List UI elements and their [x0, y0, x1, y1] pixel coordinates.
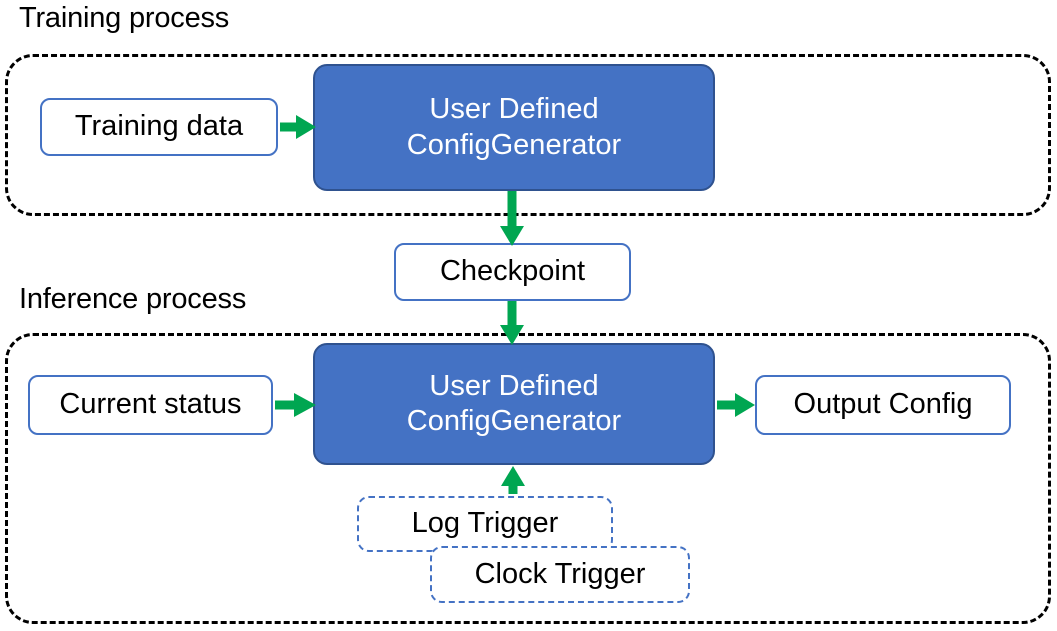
node-checkpoint-label: Checkpoint [439, 255, 586, 288]
node-log-trigger-label: Log Trigger [411, 507, 559, 540]
node-output-config-label: Output Config [793, 388, 973, 421]
node-current-status[interactable]: Current status [28, 375, 273, 435]
node-log-trigger[interactable]: Log Trigger [357, 496, 613, 552]
node-train-config-generator-label-line2: ConfigGenerator [406, 128, 622, 161]
node-output-config[interactable]: Output Config [755, 375, 1011, 435]
node-train-config-generator-label-line1: User Defined [429, 93, 599, 126]
node-training-data-label: Training data [74, 110, 244, 143]
training-process-title: Training process [19, 2, 230, 34]
node-infer-config-generator-label-line2: ConfigGenerator [406, 405, 622, 437]
inference-process-container [5, 333, 1051, 624]
node-clock-trigger-label: Clock Trigger [474, 557, 646, 590]
inference-process-title: Inference process [19, 283, 247, 315]
node-training-data[interactable]: Training data [40, 98, 278, 156]
node-train-config-generator[interactable]: User Defined ConfigGenerator [313, 64, 715, 191]
training-process-container [5, 54, 1051, 216]
node-infer-config-generator[interactable]: User Defined ConfigGenerator [313, 343, 715, 465]
node-current-status-label: Current status [59, 388, 242, 421]
node-clock-trigger[interactable]: Clock Trigger [430, 546, 690, 603]
node-checkpoint[interactable]: Checkpoint [394, 243, 631, 301]
node-infer-config-generator-label-line1: User Defined [429, 369, 599, 402]
